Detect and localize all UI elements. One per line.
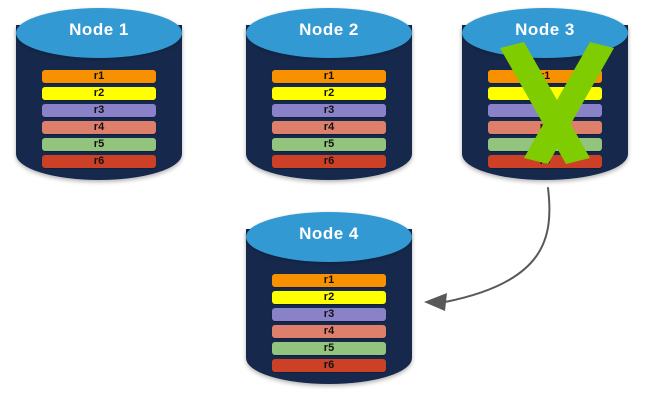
row-r4[interactable]: r4	[272, 121, 386, 134]
row-r5[interactable]: r5	[42, 138, 156, 151]
row-label: r4	[323, 325, 335, 337]
row-r4[interactable]: r4	[42, 121, 156, 134]
row-label: r3	[93, 104, 105, 116]
cylinder-top-ellipse	[16, 8, 182, 58]
row-stack: r1 r2 r3 r4 r5 r6	[272, 274, 386, 376]
row-r4[interactable]: r4	[272, 325, 386, 338]
row-r1[interactable]: r1	[42, 70, 156, 83]
row-r3[interactable]: r3	[488, 104, 602, 117]
row-r6[interactable]: r6	[488, 155, 602, 168]
row-r6[interactable]: r6	[42, 155, 156, 168]
row-r2[interactable]: r2	[272, 291, 386, 304]
row-r5[interactable]: r5	[272, 342, 386, 355]
row-label: r5	[323, 138, 335, 150]
row-label: r1	[323, 70, 335, 82]
row-r2[interactable]: r2	[488, 87, 602, 100]
row-label: r1	[539, 70, 551, 82]
row-label: r3	[323, 308, 335, 320]
row-label: r5	[323, 342, 335, 354]
row-r2[interactable]: r2	[272, 87, 386, 100]
row-stack: r1 r2 r3 r4 r5 r6	[42, 70, 156, 172]
row-label: r3	[323, 104, 335, 116]
row-label: r5	[539, 138, 551, 150]
node-cylinder-3[interactable]: Node 3 r1 r2 r3 r4 r5 r6	[462, 8, 628, 186]
row-label: r5	[93, 138, 105, 150]
row-r3[interactable]: r3	[42, 104, 156, 117]
row-r4[interactable]: r4	[488, 121, 602, 134]
row-label: r6	[323, 155, 335, 167]
row-r6[interactable]: r6	[272, 155, 386, 168]
node-cylinder-1[interactable]: Node 1 r1 r2 r3 r4 r5 r6	[16, 8, 182, 186]
row-label: r6	[323, 359, 335, 371]
row-label: r1	[323, 274, 335, 286]
row-label: r4	[323, 121, 335, 133]
row-label: r2	[539, 87, 551, 99]
cylinder-top-ellipse	[246, 212, 412, 262]
row-label: r1	[93, 70, 105, 82]
cylinder-top-ellipse	[246, 8, 412, 58]
row-r6[interactable]: r6	[272, 359, 386, 372]
row-r3[interactable]: r3	[272, 308, 386, 321]
row-label: r4	[93, 121, 105, 133]
node-cylinder-4[interactable]: Node 4 r1 r2 r3 r4 r5 r6	[246, 212, 412, 390]
row-label: r6	[539, 155, 551, 167]
row-label: r6	[93, 155, 105, 167]
row-label: r3	[539, 104, 551, 116]
row-label: r2	[323, 291, 335, 303]
node-cylinder-2[interactable]: Node 2 r1 r2 r3 r4 r5 r6	[246, 8, 412, 186]
row-r1[interactable]: r1	[488, 70, 602, 83]
row-label: r2	[323, 87, 335, 99]
row-stack: r1 r2 r3 r4 r5 r6	[488, 70, 602, 172]
row-r5[interactable]: r5	[272, 138, 386, 151]
row-label: r2	[93, 87, 105, 99]
row-stack: r1 r2 r3 r4 r5 r6	[272, 70, 386, 172]
row-r5[interactable]: r5	[488, 138, 602, 151]
row-r2[interactable]: r2	[42, 87, 156, 100]
row-r1[interactable]: r1	[272, 274, 386, 287]
row-label: r4	[539, 121, 551, 133]
row-r3[interactable]: r3	[272, 104, 386, 117]
cylinder-top-ellipse	[462, 8, 628, 58]
row-r1[interactable]: r1	[272, 70, 386, 83]
